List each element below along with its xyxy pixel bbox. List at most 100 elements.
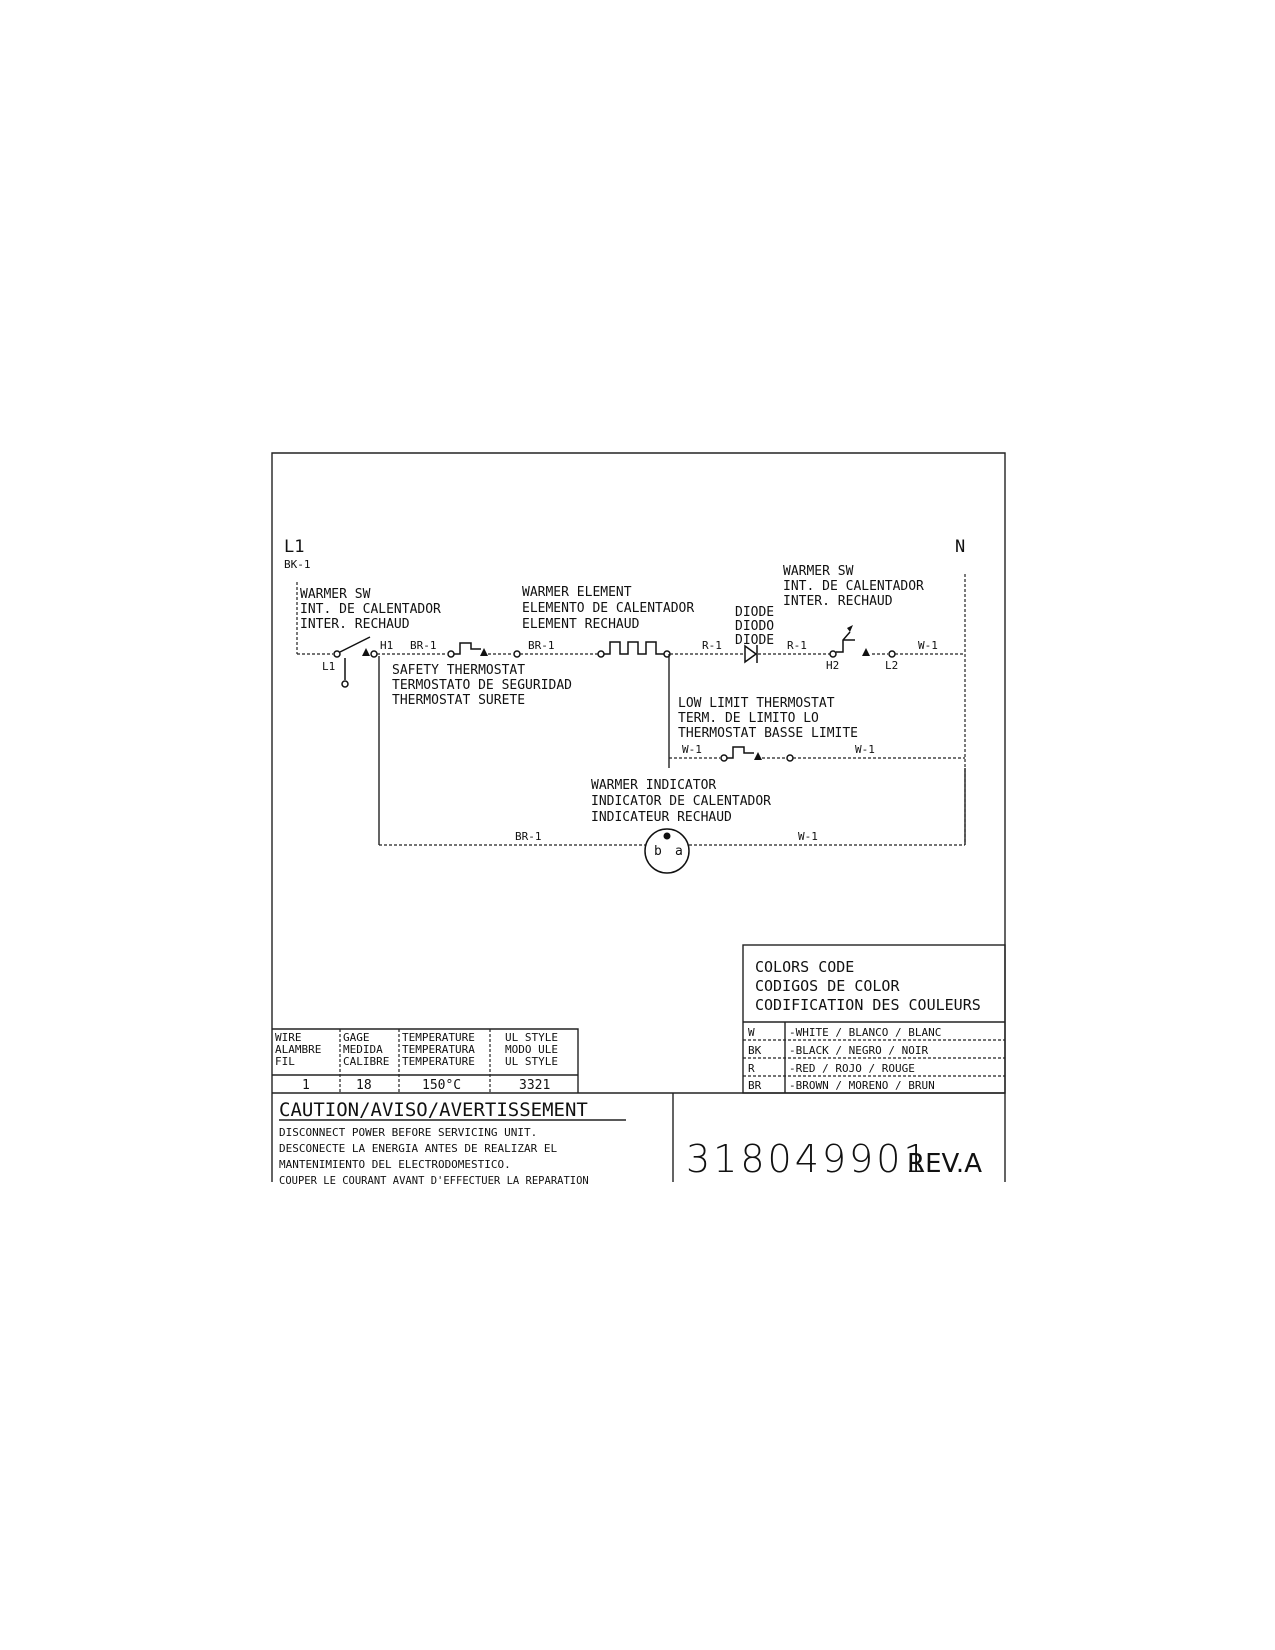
warmer-element-symbol (604, 641, 664, 655)
safety-thermostat-line3: THERMOSTAT SURETE (392, 693, 525, 708)
colors-code-title-line3: CODIFICATION DES COULEURS (755, 996, 981, 1014)
warmer-element-line2: ELEMENTO DE CALENTADOR (522, 601, 694, 616)
warmer-sw-left-line3: INTER. RECHAUD (300, 617, 410, 632)
colors-code-title-line1: COLORS CODE (755, 958, 854, 976)
diode-line3: DIODE (735, 633, 774, 648)
diode-line1: DIODE (735, 605, 774, 620)
warmer-element-line3: ELEMENT RECHAUD (522, 617, 640, 632)
diode-symbol (744, 644, 758, 664)
low-limit-thermostat-line2: TERM. DE LIMITO LO (678, 711, 819, 726)
wire-spec-header-wire-3: FIL (275, 1055, 295, 1068)
part-number: 318049901 (686, 1137, 931, 1181)
color-row-code: BR (748, 1079, 762, 1092)
low-limit-thermostat-contact-in (720, 754, 728, 762)
warmer-indicator-pin-a: a (675, 844, 683, 859)
color-row-code: BK (748, 1044, 762, 1057)
colors-code-title-line2: CODIGOS DE COLOR (755, 977, 900, 995)
caution-title: CAUTION/AVISO/AVERTISSEMENT (279, 1099, 588, 1121)
low-limit-thermostat-line3: THERMOSTAT BASSE LIMITE (678, 726, 858, 741)
warmer-sw-right-h2-contact (829, 650, 837, 658)
safety-thermostat-line1: SAFETY THERMOSTAT (392, 663, 525, 678)
caution-line2: DESCONECTE LA ENERGIA ANTES DE REALIZAR … (279, 1142, 558, 1155)
warmer-indicator-pin-dot (663, 832, 671, 840)
wire-spec-header-temp-3: TEMPERATURE (402, 1055, 475, 1068)
color-row-desc: -BLACK / NEGRO / NOIR (789, 1044, 928, 1057)
warmer-sw-left-line1: WARMER SW (300, 587, 371, 602)
diode-line2: DIODO (735, 619, 774, 634)
color-row-code: W (748, 1026, 755, 1039)
part-revision: REV.A (907, 1149, 982, 1179)
warmer-sw-right-symbol (836, 631, 855, 653)
warmer-indicator-line3: INDICATEUR RECHAUD (591, 810, 732, 825)
warmer-indicator-line2: INDICATOR DE CALENTADOR (591, 794, 771, 809)
wire-spec-header-ul-2: MODO ULE (505, 1043, 558, 1056)
warmer-sw-left-pin-h1: H1 (380, 639, 393, 652)
wire-label-r1-b: R-1 (787, 639, 807, 652)
wire-spec-header-ul-3: UL STYLE (505, 1055, 558, 1068)
wire-spec-header-temp-1: TEMPERATURE (402, 1031, 475, 1044)
warmer-sw-left-blade (339, 636, 371, 653)
warmer-indicator-lamp (644, 828, 690, 874)
caution-line1: DISCONNECT POWER BEFORE SERVICING UNIT. (279, 1126, 537, 1139)
wire-label-br1-a: BR-1 (410, 639, 437, 652)
wire-label-w1-a: W-1 (918, 639, 938, 652)
low-limit-thermostat-line1: LOW LIMIT THERMOSTAT (678, 696, 835, 711)
low-limit-thermostat-symbol (727, 746, 754, 759)
wire-spec-table: WIRE ALAMBRE FIL GAGE MEDIDA CALIBRE TEM… (272, 1028, 579, 1093)
colors-code-box: COLORS CODE CODIGOS DE COLOR CODIFICATIO… (742, 944, 1006, 1094)
color-row-desc: -BROWN / MORENO / BRUN (789, 1079, 935, 1092)
wire-spec-value-ul: 3321 (519, 1078, 550, 1093)
color-row-desc: -RED / ROJO / ROUGE (789, 1062, 915, 1075)
wire-label-w1-b: W-1 (682, 743, 702, 756)
caution-line3: MANTENIMIENTO DEL ELECTRODOMESTICO. (279, 1158, 511, 1171)
low-limit-thermostat-contact-out (786, 754, 794, 762)
warmer-sw-right-line1: WARMER SW (783, 564, 854, 579)
low-limit-thermostat-arrow (754, 752, 762, 760)
wire-spec-header-wire-2: ALAMBRE (275, 1043, 321, 1056)
wire-spec-value-gage: 18 (356, 1078, 372, 1093)
wire-spec-header-wire-1: WIRE (275, 1031, 302, 1044)
warmer-sw-left-h1-contact (370, 650, 378, 658)
caution-line4: COUPER LE COURANT AVANT D'EFFECTUER LA R… (279, 1175, 589, 1187)
warmer-element-line1: WARMER ELEMENT (522, 585, 632, 600)
wire-spec-value-wire: 1 (302, 1078, 310, 1093)
warmer-sw-left-arrow (362, 648, 370, 656)
warmer-sw-right-arrow-top (847, 625, 853, 632)
safety-thermostat-symbol (454, 642, 481, 655)
warmer-sw-right-pin-l2: L2 (885, 659, 898, 672)
warmer-indicator-line1: WARMER INDICATOR (591, 778, 716, 793)
warmer-sw-left-terminal (341, 680, 349, 688)
wire-spec-header-gage-3: CALIBRE (343, 1055, 389, 1068)
warmer-sw-left-contact (333, 650, 341, 658)
warmer-sw-right-line2: INT. DE CALENTADOR (783, 579, 924, 594)
wire-spec-header-gage-1: GAGE (343, 1031, 370, 1044)
wire-spec-value-temp: 150°C (422, 1078, 461, 1093)
wire-label-w1-d: W-1 (798, 830, 818, 843)
safety-thermostat-contact-out (513, 650, 521, 658)
color-row-desc: -WHITE / BLANCO / BLANC (789, 1026, 941, 1039)
color-row-code: R (748, 1062, 755, 1075)
warmer-sw-right-l2-contact (888, 650, 896, 658)
warmer-indicator-pin-b: b (654, 844, 662, 859)
diagram-frame (271, 452, 1006, 1182)
wire-spec-header-ul-1: UL STYLE (505, 1031, 558, 1044)
safety-thermostat-line2: TERMOSTATO DE SEGURIDAD (392, 678, 572, 693)
safety-thermostat-arrow (480, 648, 488, 656)
wire-label-br1-b: BR-1 (528, 639, 555, 652)
wire-label-br1-c: BR-1 (515, 830, 542, 843)
wire-label-w1-c: W-1 (855, 743, 875, 756)
terminal-n: N (955, 537, 965, 557)
warmer-sw-right-arrow (862, 648, 870, 656)
terminal-l1: L1 (284, 537, 304, 557)
wire-spec-header-gage-2: MEDIDA (343, 1043, 383, 1056)
warmer-element-contact-in (597, 650, 605, 658)
wire-spec-header-temp-2: TEMPERATURA (402, 1043, 475, 1056)
safety-thermostat-contact-in (447, 650, 455, 658)
warmer-sw-left-pin-l1: L1 (322, 660, 335, 673)
terminal-l1-wire-label: BK-1 (284, 558, 311, 571)
warmer-sw-right-line3: INTER. RECHAUD (783, 594, 893, 609)
wire-label-r1-a: R-1 (702, 639, 722, 652)
warmer-sw-right-pin-h2: H2 (826, 659, 839, 672)
warmer-sw-left-line2: INT. DE CALENTADOR (300, 602, 441, 617)
